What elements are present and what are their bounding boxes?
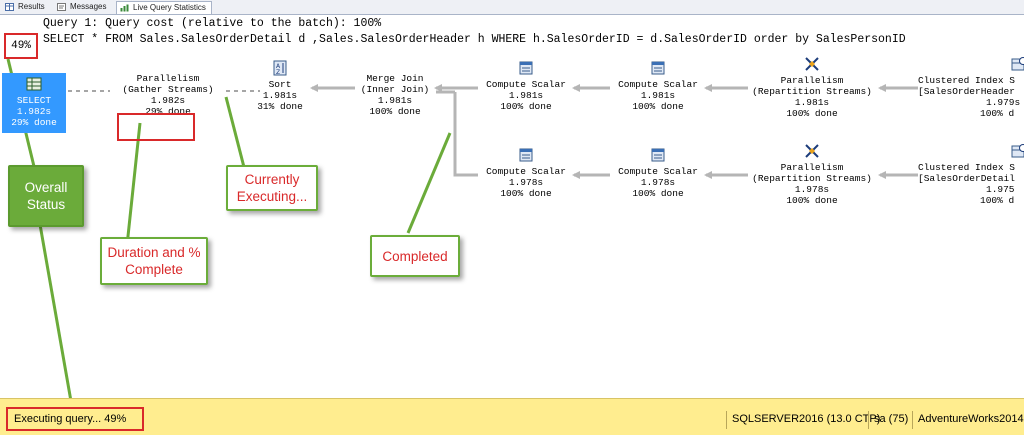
callout-completed: Completed bbox=[370, 235, 460, 277]
parallelism-icon bbox=[803, 55, 821, 73]
compute-scalar-icon bbox=[517, 146, 535, 164]
status-separator bbox=[912, 411, 913, 429]
sort-icon: AZ bbox=[271, 59, 289, 77]
callout-duration-complete: Duration and % Complete bbox=[100, 237, 208, 285]
callout-pointer bbox=[226, 97, 246, 175]
tab-live-query-statistics[interactable]: Live Query Statistics bbox=[116, 1, 212, 14]
status-executing: Executing query... 49% bbox=[6, 407, 144, 431]
plan-node-clustered-index-scan[interactable]: Clustered Index S [SalesOrderHeader 1.97… bbox=[918, 55, 1024, 119]
table-select-icon bbox=[25, 75, 43, 93]
status-separator bbox=[868, 411, 869, 429]
clustered-index-scan-icon bbox=[1010, 55, 1024, 73]
callout-pointer bbox=[38, 213, 72, 398]
callout-currently-executing: Currently Executing... bbox=[226, 165, 318, 211]
callout-pointer bbox=[408, 133, 450, 233]
result-tabs: Results Messages Live Query Statistics bbox=[0, 0, 1024, 15]
plan-node-parallelism-repartition[interactable]: Parallelism (Repartition Streams) 1.981s… bbox=[742, 55, 882, 119]
plan-node-clustered-index-scan[interactable]: Clustered Index S [SalesOrderDetail 1.97… bbox=[918, 142, 1024, 206]
parallelism-icon bbox=[803, 142, 821, 160]
execution-plan-pane[interactable]: 49% Query 1: Query cost (relative to the… bbox=[0, 15, 1024, 398]
compute-scalar-icon bbox=[517, 59, 535, 77]
status-database: AdventureWorks2014 bbox=[918, 413, 1024, 425]
svg-text:Z: Z bbox=[276, 69, 280, 76]
compute-scalar-icon bbox=[649, 146, 667, 164]
status-server: SQLSERVER2016 (13.0 CTP) bbox=[732, 413, 880, 425]
callout-pointer bbox=[126, 123, 140, 255]
plan-node-compute-scalar[interactable]: Compute Scalar 1.978s 100% done bbox=[478, 146, 574, 199]
tab-messages[interactable]: Messages bbox=[54, 1, 112, 13]
live-stats-icon bbox=[120, 4, 129, 12]
plan-node-select[interactable]: SELECT 1.982s 29% done bbox=[2, 73, 66, 133]
grid-icon bbox=[5, 3, 14, 11]
status-separator bbox=[726, 411, 727, 429]
plan-node-parallelism-gather[interactable]: Parallelism (Gather Streams) 1.982s 29% … bbox=[112, 61, 224, 117]
arrow-head bbox=[310, 84, 318, 92]
highlight-duration-box bbox=[117, 113, 195, 141]
status-user: sa (75) bbox=[874, 413, 908, 425]
tab-results[interactable]: Results bbox=[2, 1, 50, 13]
solid-connector bbox=[455, 92, 478, 175]
clustered-index-scan-icon bbox=[1010, 142, 1024, 160]
status-bar: Executing query... 49% SQLSERVER2016 (13… bbox=[0, 398, 1024, 435]
plan-node-compute-scalar[interactable]: Compute Scalar 1.978s 100% done bbox=[610, 146, 706, 199]
plan-node-merge-join[interactable]: Merge Join (Inner Join) 1.981s 100% done bbox=[350, 61, 440, 117]
plan-node-parallelism-repartition[interactable]: Parallelism (Repartition Streams) 1.978s… bbox=[742, 142, 882, 206]
plan-node-compute-scalar[interactable]: Compute Scalar 1.981s 100% done bbox=[478, 59, 574, 112]
callout-overall-status: Overall Status bbox=[8, 165, 84, 227]
compute-scalar-icon bbox=[649, 59, 667, 77]
plan-node-compute-scalar[interactable]: Compute Scalar 1.981s 100% done bbox=[610, 59, 706, 112]
messages-icon bbox=[57, 3, 66, 11]
